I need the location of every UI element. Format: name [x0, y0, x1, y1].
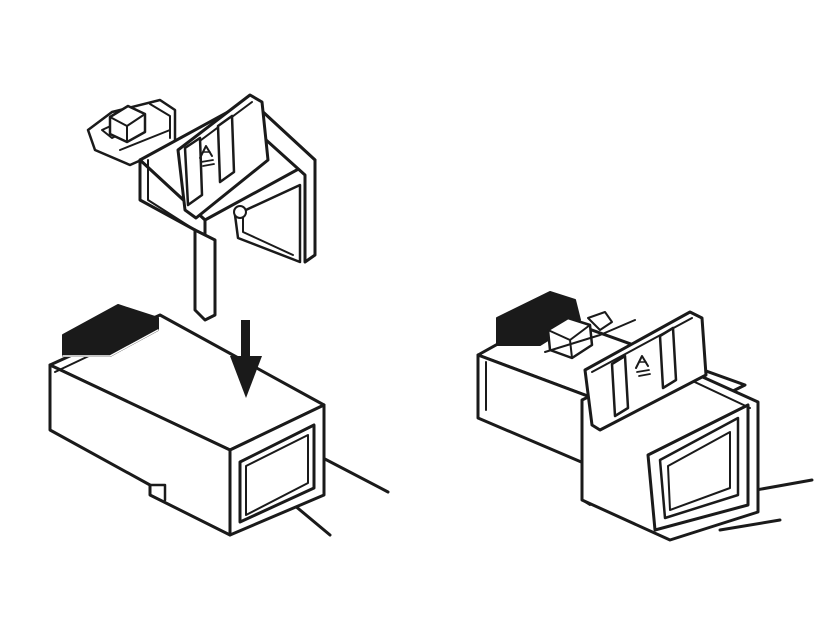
arrow-down-icon: [230, 320, 262, 398]
left-connector-housing: [48, 304, 326, 537]
recycle-symbol-icon: [635, 355, 651, 377]
latch-clip: [86, 93, 317, 322]
recycle-symbol-icon: [199, 145, 215, 167]
assembled-connector: [476, 291, 760, 542]
